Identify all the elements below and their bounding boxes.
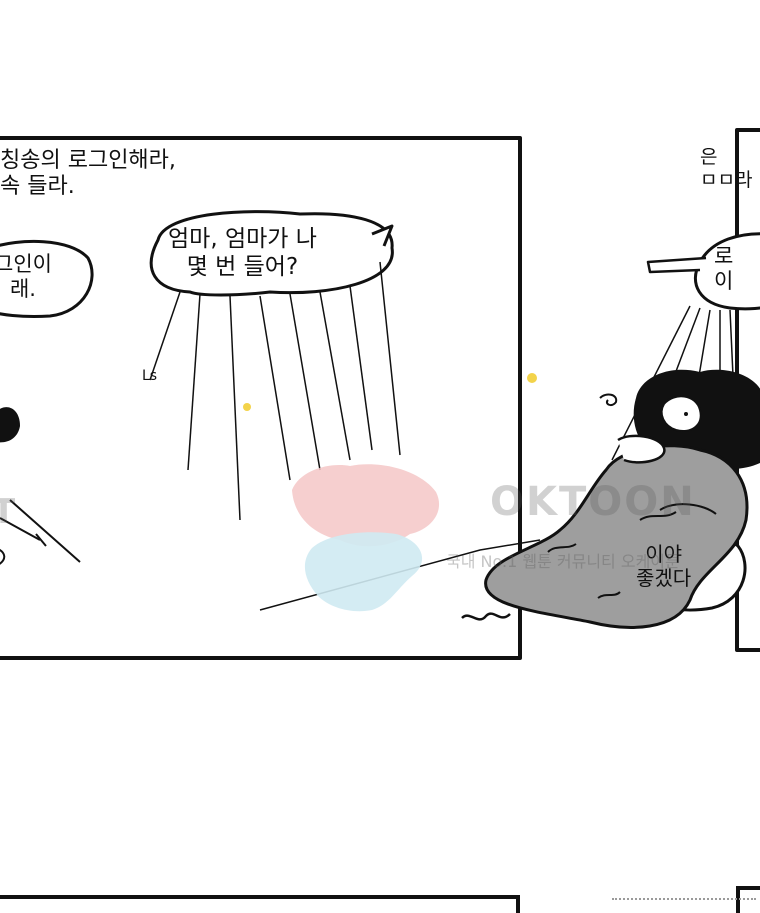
left-figure-hair bbox=[0, 407, 20, 443]
narration-left-line-1: 칭송의 로그인해라, bbox=[0, 148, 176, 173]
mother-face bbox=[660, 395, 702, 432]
bubble-left-text: 그인이 래. bbox=[0, 252, 52, 302]
watermark-left-fragment: T bbox=[0, 492, 16, 532]
narration-right: 은 ㅁㅁ라 bbox=[700, 146, 752, 192]
next-panel-right-border bbox=[736, 886, 760, 913]
bubble-right-line-1: 로 bbox=[714, 244, 734, 268]
sound-effect: Ls bbox=[142, 368, 158, 384]
bubble-left-line-1: 그인이 bbox=[0, 252, 52, 276]
narration-left-line-2: 속 들라. bbox=[0, 174, 75, 200]
bubble-top-line-2: 몇 번 들어? bbox=[186, 253, 299, 280]
speech-bubble-left bbox=[0, 240, 94, 318]
speech-bubble-top bbox=[149, 210, 394, 297]
bubble-tail-right bbox=[646, 256, 707, 274]
bubble-tail-top bbox=[371, 224, 394, 247]
dress-ruffles bbox=[547, 503, 717, 599]
watermark-tagline: 국내 No.1 웹툰 커뮤니티 오케이툰 bbox=[446, 552, 680, 571]
bubble-top-line-1: 엄마, 엄마가 나 bbox=[168, 226, 317, 252]
left-figure-tail bbox=[0, 548, 6, 565]
child-pink-shirt bbox=[292, 464, 440, 547]
mother-dress bbox=[484, 444, 749, 629]
bottom-dotted-line bbox=[612, 898, 756, 900]
left-panel-border bbox=[0, 136, 522, 660]
narration-left: 칭송의 로그인해라, 속 들라. bbox=[0, 148, 176, 201]
bubble-bottom-line-2: 좋겠다 bbox=[636, 566, 692, 590]
speech-bubble-right bbox=[693, 232, 760, 311]
mother-eye bbox=[684, 412, 688, 416]
narration-right-line-2: ㅁㅁ라 bbox=[700, 168, 753, 191]
bubble-right-text: 로 이 bbox=[714, 244, 733, 294]
watermark-logo: OKTOON bbox=[490, 479, 696, 525]
bubble-left-line-2: 래. bbox=[9, 277, 36, 302]
next-panel-left-border bbox=[0, 895, 520, 913]
bubble-right-line-2: 이 bbox=[714, 269, 734, 294]
mother-feet bbox=[461, 612, 511, 621]
narration-right-line-1: 은 bbox=[700, 146, 718, 168]
sparkle-1 bbox=[243, 403, 251, 411]
swirl-mark bbox=[599, 393, 618, 407]
bubble-top-text: 엄마, 엄마가 나 몇 번 들어? bbox=[168, 226, 317, 281]
bubble-bottom-line-1: 이야 bbox=[645, 542, 682, 566]
bubble-bottom-text: 이야 좋겠다 bbox=[636, 542, 691, 590]
sparkle-2 bbox=[527, 373, 537, 383]
leash-lines bbox=[0, 499, 81, 563]
mother-arm bbox=[617, 434, 666, 464]
child-blue-pants bbox=[304, 532, 423, 612]
